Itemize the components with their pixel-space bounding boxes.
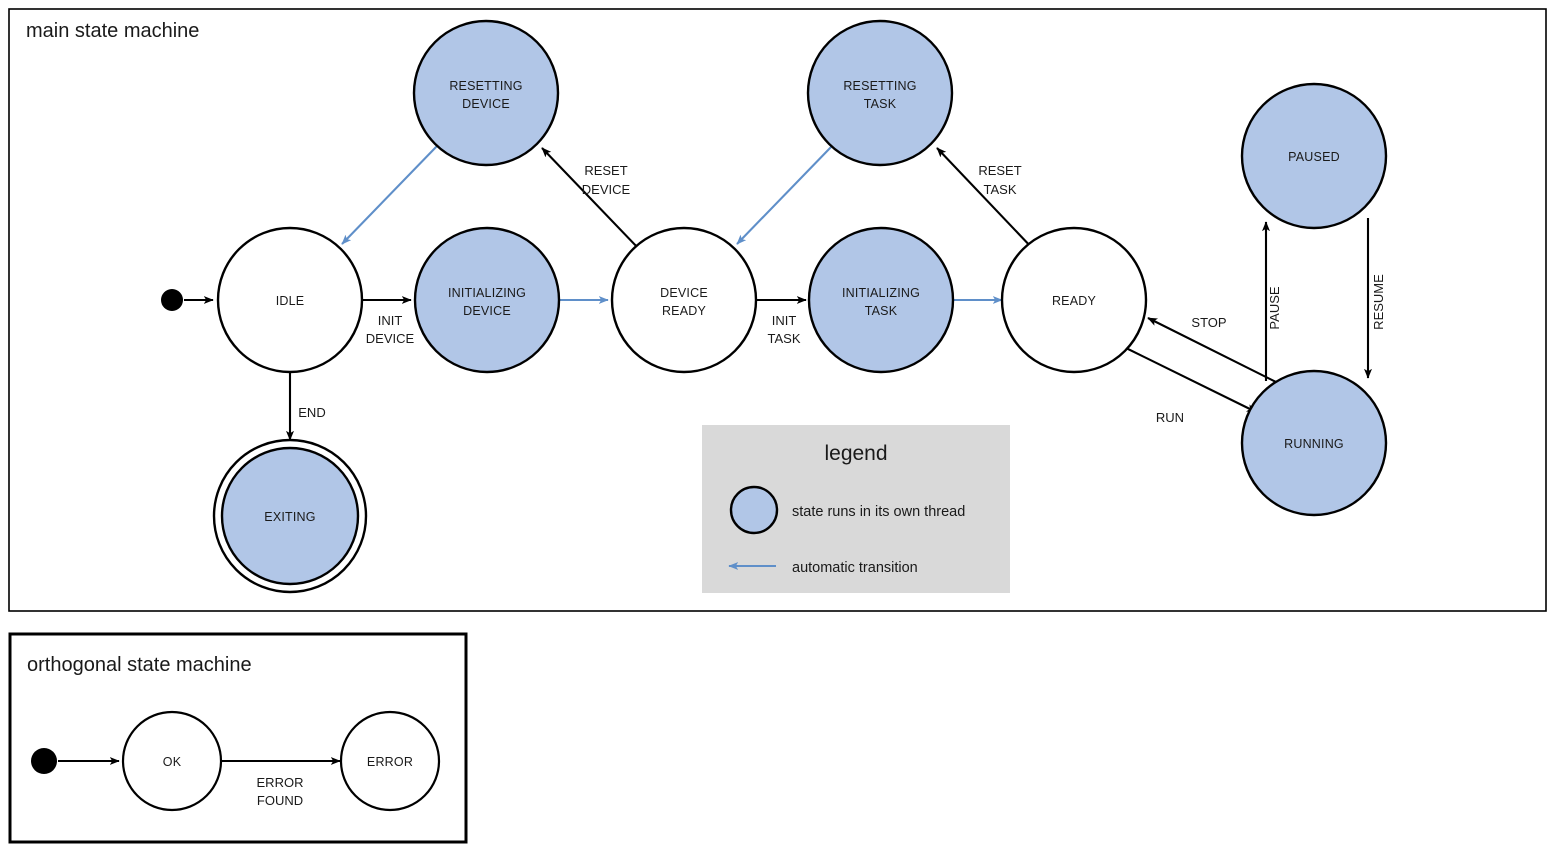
state-label: TASK	[864, 97, 897, 111]
state-resetting-task[interactable]: RESETTING TASK	[806, 19, 954, 167]
state-initializing-device[interactable]: INITIALIZING DEVICE	[413, 226, 561, 374]
state-idle[interactable]: IDLE	[216, 226, 364, 374]
state-label: DEVICE	[660, 286, 708, 300]
state-label: PAUSED	[1288, 150, 1340, 164]
transition-ready-resetting-task: RESET TASK	[936, 147, 1035, 251]
transition-device-ready-resetting-device: RESET DEVICE	[541, 147, 641, 251]
transition-resetting-device-idle	[341, 145, 438, 245]
transition-ortho-ok-error: ERROR FOUND	[221, 757, 341, 808]
state-label: DEVICE	[462, 97, 510, 111]
legend-title: legend	[824, 442, 887, 465]
state-label: IDLE	[276, 294, 305, 308]
main-frame-title: main state machine	[26, 20, 199, 42]
transition-label: PAUSE	[1267, 286, 1282, 329]
orthogonal-frame-title: orthogonal state machine	[27, 654, 252, 676]
transition-label: STOP	[1191, 315, 1226, 330]
state-device-ready[interactable]: DEVICE READY	[610, 226, 758, 374]
state-ok[interactable]: OK	[121, 710, 223, 812]
state-initializing-task[interactable]: INITIALIZING TASK	[807, 226, 955, 374]
state-label: READY	[662, 304, 707, 318]
transition-label: ERROR	[257, 775, 304, 790]
transition-label: RUN	[1156, 410, 1184, 425]
transition-idle-exiting: END	[286, 372, 326, 441]
state-running[interactable]: RUNNING	[1240, 369, 1388, 517]
ortho-initial-state-dot	[31, 748, 57, 774]
transition-label: RESET	[584, 163, 627, 178]
transition-device-ready-initializing-task: INIT TASK	[757, 296, 807, 346]
transition-label: TASK	[768, 331, 801, 346]
state-label: TASK	[865, 304, 898, 318]
transition-running-paused: PAUSE	[1262, 221, 1282, 381]
transition-ready-running: RUN	[1125, 347, 1257, 425]
legend-item-label: automatic transition	[792, 560, 918, 576]
state-label: INITIALIZING	[842, 286, 920, 300]
transition-running-ready: STOP	[1147, 315, 1281, 385]
state-ready[interactable]: READY	[1000, 226, 1148, 374]
transition-label: RESET	[978, 163, 1021, 178]
transition-label: DEVICE	[366, 331, 415, 346]
transition-label: RESUME	[1371, 274, 1386, 330]
state-resetting-device[interactable]: RESETTING DEVICE	[412, 19, 560, 167]
legend: legend state runs in its own thread auto…	[702, 425, 1010, 593]
state-label: OK	[163, 755, 182, 769]
initial-state-dot	[161, 289, 183, 311]
legend-item-label: state runs in its own thread	[792, 504, 965, 520]
transition-label: INIT	[378, 313, 403, 328]
transition-label: INIT	[772, 313, 797, 328]
transition-resetting-task-device-ready	[736, 145, 833, 245]
transition-label: TASK	[984, 182, 1017, 197]
transition-label: END	[298, 405, 325, 420]
state-error[interactable]: ERROR	[339, 710, 441, 812]
state-label: RESETTING	[843, 79, 916, 93]
transition-label: DEVICE	[582, 182, 631, 197]
state-label: EXITING	[264, 510, 315, 524]
state-label: ERROR	[367, 755, 413, 769]
legend-thread-circle-icon	[729, 485, 779, 535]
state-paused[interactable]: PAUSED	[1240, 82, 1388, 230]
state-exiting[interactable]: EXITING	[212, 438, 368, 594]
state-label: INITIALIZING	[448, 286, 526, 300]
state-label: RESETTING	[449, 79, 522, 93]
state-label: RUNNING	[1284, 437, 1344, 451]
transition-idle-initializing-device: INIT DEVICE	[362, 296, 415, 346]
state-label: READY	[1052, 294, 1097, 308]
transition-label: FOUND	[257, 793, 303, 808]
state-label: DEVICE	[463, 304, 511, 318]
transition-paused-running: RESUME	[1364, 218, 1386, 379]
